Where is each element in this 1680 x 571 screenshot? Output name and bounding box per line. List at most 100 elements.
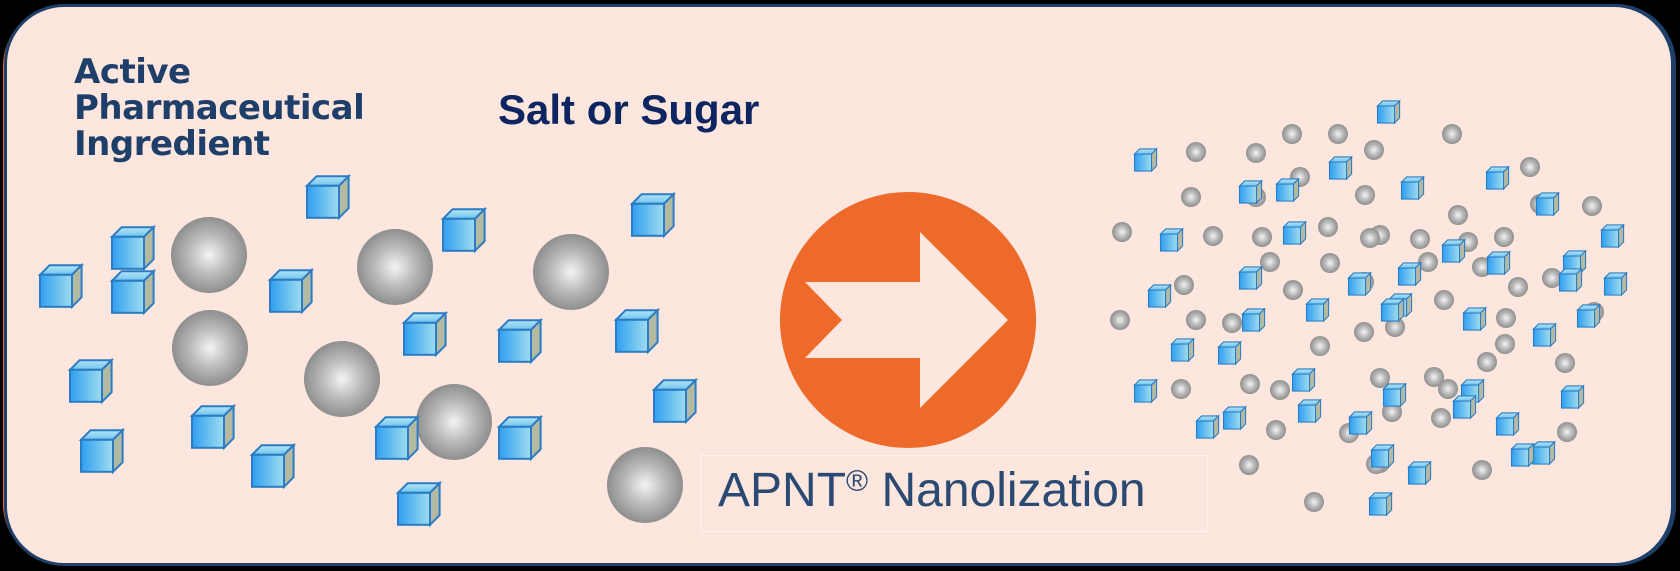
nano-excipient-sphere-icon xyxy=(1431,408,1451,428)
api-crystal-icon xyxy=(629,191,677,239)
nano-excipient-sphere-icon xyxy=(1304,492,1324,512)
api-crystal-icon xyxy=(613,307,661,355)
nano-excipient-sphere-icon xyxy=(1555,353,1575,373)
nano-excipient-sphere-icon xyxy=(1354,322,1374,342)
nano-excipient-sphere-icon xyxy=(1260,252,1280,272)
nano-excipient-sphere-icon xyxy=(1320,253,1340,273)
nano-api-crystal-icon xyxy=(1347,271,1372,297)
excipient-sphere-icon xyxy=(357,229,433,305)
nano-api-crystal-icon xyxy=(1275,177,1300,203)
process-suffix: Nanolization xyxy=(868,464,1146,517)
nano-excipient-sphere-icon xyxy=(1495,334,1515,354)
nano-excipient-sphere-icon xyxy=(1496,308,1516,328)
api-crystal-icon xyxy=(496,414,544,462)
nano-api-crystal-icon xyxy=(1600,223,1625,249)
nano-excipient-sphere-icon xyxy=(1203,226,1223,246)
nano-excipient-sphere-icon xyxy=(1355,185,1375,205)
nano-excipient-sphere-icon xyxy=(1382,402,1402,422)
nano-api-crystal-icon xyxy=(1558,267,1583,293)
nano-api-crystal-icon xyxy=(1297,398,1322,424)
registered-mark: ® xyxy=(846,465,869,498)
nano-api-crystal-icon xyxy=(1291,367,1316,393)
nano-api-crystal-icon xyxy=(1576,303,1601,329)
nano-api-crystal-icon xyxy=(1348,410,1373,436)
nano-api-crystal-icon xyxy=(1380,297,1405,323)
api-crystal-icon xyxy=(109,268,157,316)
api-and-excipient-particles xyxy=(37,173,699,528)
api-crystal-icon xyxy=(440,206,488,254)
nano-excipient-sphere-icon xyxy=(1442,124,1462,144)
api-crystal-icon xyxy=(37,262,85,310)
api-label-line-1: Active xyxy=(74,52,191,92)
api-crystal-icon xyxy=(651,377,699,425)
excipient-sphere-icon xyxy=(607,447,683,523)
nano-api-crystal-icon xyxy=(1397,261,1422,287)
nano-api-crystal-icon xyxy=(1407,460,1432,486)
nano-excipient-sphere-icon xyxy=(1385,317,1405,337)
nano-excipient-sphere-icon xyxy=(1246,143,1266,163)
nano-excipient-sphere-icon xyxy=(1112,222,1132,242)
nano-excipient-sphere-icon xyxy=(1266,420,1286,440)
nano-excipient-sphere-icon xyxy=(1174,275,1194,295)
excipient-sphere-icon xyxy=(416,384,492,460)
api-crystal-icon xyxy=(189,403,237,451)
nano-excipient-sphere-icon xyxy=(1494,227,1514,247)
nano-api-crystal-icon xyxy=(1368,491,1393,517)
nano-excipient-sphere-icon xyxy=(1283,280,1303,300)
nano-api-crystal-icon xyxy=(1195,414,1220,440)
nano-excipient-sphere-icon xyxy=(1239,455,1259,475)
excipient-sphere-icon xyxy=(533,234,609,310)
excipient-sphere-icon xyxy=(172,310,248,386)
nano-excipient-sphere-icon xyxy=(1520,157,1540,177)
nanolization-arrow-icon xyxy=(780,192,1036,448)
nano-api-crystal-icon xyxy=(1462,306,1487,332)
nano-excipient-sphere-icon xyxy=(1110,310,1130,330)
api-crystal-icon xyxy=(304,173,352,221)
nano-excipient-sphere-icon xyxy=(1252,227,1272,247)
api-crystal-icon xyxy=(78,427,126,475)
api-crystal-icon xyxy=(249,442,297,490)
nano-excipient-sphere-icon xyxy=(1557,422,1577,442)
nano-excipient-sphere-icon xyxy=(1542,268,1562,288)
nano-excipient-sphere-icon xyxy=(1508,277,1528,297)
nano-api-crystal-icon xyxy=(1495,411,1520,437)
nano-excipient-sphere-icon xyxy=(1328,124,1348,144)
nano-excipient-sphere-icon xyxy=(1270,380,1290,400)
nano-excipient-sphere-icon xyxy=(1472,460,1492,480)
nano-excipient-sphere-icon xyxy=(1171,379,1191,399)
nano-api-crystal-icon xyxy=(1222,405,1247,431)
nano-excipient-sphere-icon xyxy=(1186,310,1206,330)
nano-excipient-sphere-icon xyxy=(1310,336,1330,356)
nano-api-crystal-icon xyxy=(1170,337,1195,363)
nano-excipient-sphere-icon xyxy=(1186,142,1206,162)
process-name: APNT xyxy=(718,464,847,517)
nano-excipient-sphere-icon xyxy=(1418,252,1438,272)
excipient-sphere-icon xyxy=(171,217,247,293)
api-label-line-3: Ingredient xyxy=(74,124,270,164)
nano-api-crystal-icon xyxy=(1241,307,1266,333)
nano-api-crystal-icon xyxy=(1282,220,1307,246)
nano-excipient-sphere-icon xyxy=(1181,187,1201,207)
nano-api-crystal-icon xyxy=(1370,443,1395,469)
nano-api-crystal-icon xyxy=(1535,191,1560,217)
api-label: Active Pharmaceutical Ingredient xyxy=(74,52,365,164)
nano-excipient-sphere-icon xyxy=(1364,140,1384,160)
nano-api-crystal-icon xyxy=(1486,250,1511,276)
nano-api-crystal-icon xyxy=(1238,265,1263,291)
api-crystal-icon xyxy=(496,317,544,365)
nanoparticle-dispersion xyxy=(1110,99,1628,517)
nano-excipient-sphere-icon xyxy=(1438,379,1458,399)
nano-api-crystal-icon xyxy=(1147,283,1172,309)
nano-api-crystal-icon xyxy=(1441,238,1466,264)
salt-or-sugar-label: Salt or Sugar xyxy=(498,86,760,133)
nano-excipient-sphere-icon xyxy=(1360,228,1380,248)
nano-api-crystal-icon xyxy=(1531,440,1556,466)
nano-excipient-sphere-icon xyxy=(1370,368,1390,388)
nano-api-crystal-icon xyxy=(1305,297,1330,323)
nano-api-crystal-icon xyxy=(1452,394,1477,420)
api-crystal-icon xyxy=(395,480,443,528)
nano-api-crystal-icon xyxy=(1133,378,1158,404)
api-crystal-icon xyxy=(267,267,315,315)
nano-api-crystal-icon xyxy=(1603,271,1628,297)
